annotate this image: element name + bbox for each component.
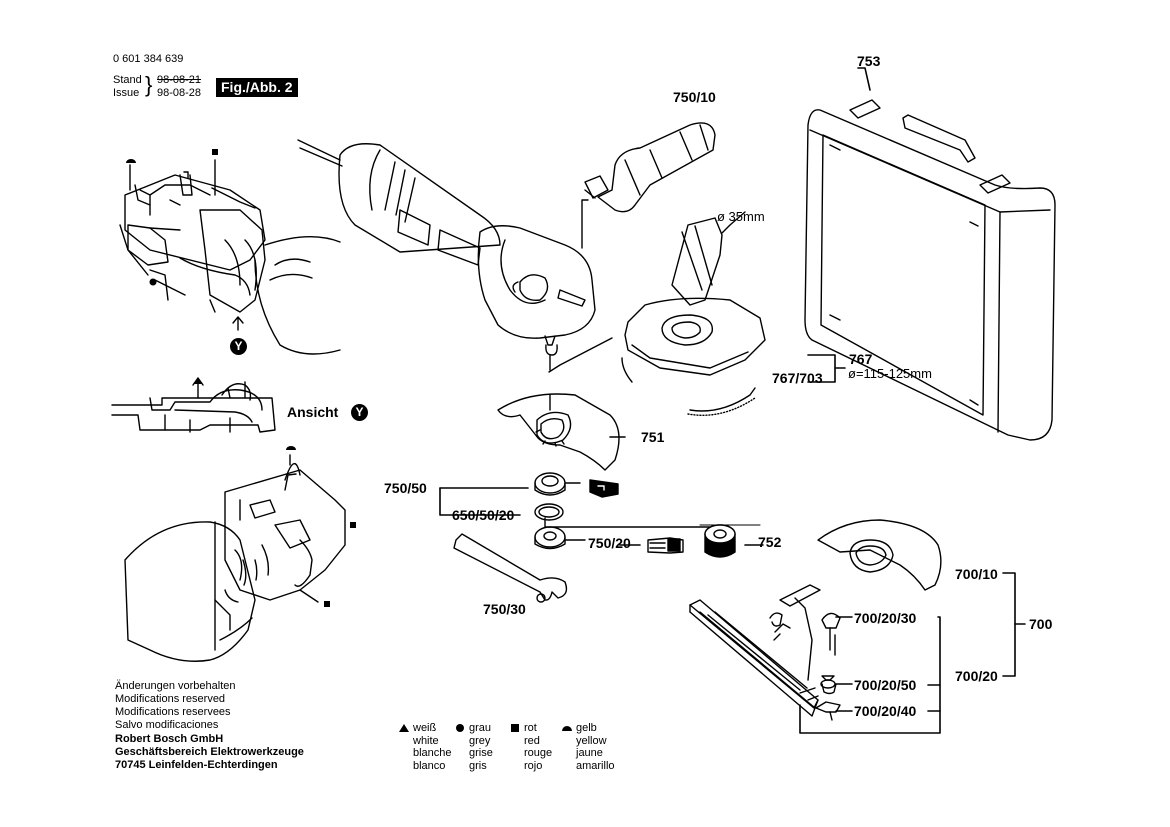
circle-icon (456, 724, 464, 732)
extraction-guard-drawing (548, 211, 766, 416)
cutting-guard-drawing (817, 519, 942, 591)
view-y-badge: Y (351, 403, 368, 421)
legend-text: grey (469, 734, 491, 747)
issue-label: Issue (113, 87, 140, 99)
legend-text: jaune (576, 747, 603, 759)
legend-text: weiß (413, 722, 437, 734)
label-752: 752 (758, 534, 782, 550)
company-name: Robert Bosch GmbH (115, 733, 224, 745)
label-751: 751 (641, 429, 665, 445)
leader-lines (439, 67, 1026, 734)
label-700-20: 700/20 (955, 668, 998, 684)
label-750-10: 750/10 (673, 89, 716, 105)
legend-text: yellow (576, 734, 607, 747)
y-badge: Y (230, 338, 247, 355)
legend-text: amarillo (576, 759, 615, 772)
label-700: 700 (1029, 616, 1053, 632)
modifications-notes: Änderungen vorbehalten Modifications res… (115, 680, 235, 732)
spanner-wrench-drawing (453, 533, 568, 603)
legend-text: grise (469, 747, 493, 759)
label-700-20-50: 700/20/50 (854, 677, 917, 693)
switch-assembly-top-drawing (119, 159, 341, 355)
legend-text: red (524, 734, 540, 747)
note-line: Änderungen vorbehalten (115, 680, 236, 692)
legend-text: blanche (413, 747, 452, 759)
figure-label: Fig./Abb. 2 (216, 78, 298, 97)
view-y-drawing (111, 377, 276, 433)
label-767-703: 767/703 (772, 370, 823, 386)
label-700-10: 700/10 (955, 566, 998, 582)
legend-white: weiß white blanche blanco (413, 722, 452, 772)
label-700-20-40: 700/20/40 (854, 703, 917, 719)
company-block: Robert Bosch GmbH Geschäftsbereich Elekt… (115, 733, 304, 772)
note-line: Modifications reserved (115, 693, 226, 705)
legend-text: gelb (576, 722, 597, 734)
label-767: 767 (849, 351, 873, 367)
issue-date: 98-08-28 (157, 87, 202, 99)
half-circle-icon (562, 726, 572, 731)
label-700-20-30: 700/20/30 (854, 610, 917, 626)
angle-grinder-drawing (297, 139, 596, 411)
label-750-30: 750/30 (483, 601, 526, 617)
marker-glyphs (126, 149, 356, 607)
auxiliary-handle-drawing (581, 122, 716, 249)
quick-nut-drawing (544, 517, 761, 558)
label-767-diameter: ø=115-125mm (848, 366, 932, 381)
company-address: 70745 Leinfelden-Echterdingen (115, 759, 278, 771)
flange-drawing (534, 472, 586, 550)
legend-text: grau (469, 722, 492, 734)
stand-date: 98-08-21 (157, 74, 202, 86)
brace-glyph: } (145, 72, 153, 97)
legend-red: rot red rouge rojo (524, 722, 552, 772)
legend-symbols (399, 724, 572, 732)
legend-grey: grau grey grise gris (469, 722, 493, 772)
label-diameter-35: ø 35mm (717, 209, 765, 224)
label-753: 753 (857, 53, 881, 69)
label-750-50: 750/50 (384, 480, 427, 496)
legend-text: gris (469, 759, 487, 772)
stand-label: Stand (113, 74, 142, 86)
square-icon (511, 724, 519, 732)
triangle-icon (399, 724, 409, 732)
legend-text: rouge (524, 747, 553, 759)
part-number: 0 601 384 639 (113, 53, 184, 65)
company-division: Geschäftsbereich Elektrowerkzeuge (115, 746, 304, 758)
view-y-badge-top: Y (230, 337, 247, 355)
note-line: Salvo modificaciones (115, 719, 219, 731)
legend-text: rot (524, 722, 537, 734)
carrying-case-drawing (804, 99, 1056, 441)
protection-guard-drawing (497, 393, 620, 471)
label-750-20: 750/20 (588, 535, 631, 551)
legend-text: white (413, 734, 439, 747)
connector-detail-drawing (589, 479, 684, 554)
guide-sled-drawing (689, 584, 841, 721)
legend-text: rojo (524, 759, 543, 772)
note-line: Modifications reservees (115, 706, 231, 718)
legend-yellow: gelb yellow jaune amarillo (576, 722, 615, 772)
label-650-50-20: 650/50/20 (452, 507, 515, 523)
legend-text: blanco (413, 759, 446, 772)
ansicht-label: Ansicht (287, 404, 339, 420)
switch-assembly-bottom-drawing (124, 454, 346, 662)
y-badge: Y (351, 404, 368, 421)
